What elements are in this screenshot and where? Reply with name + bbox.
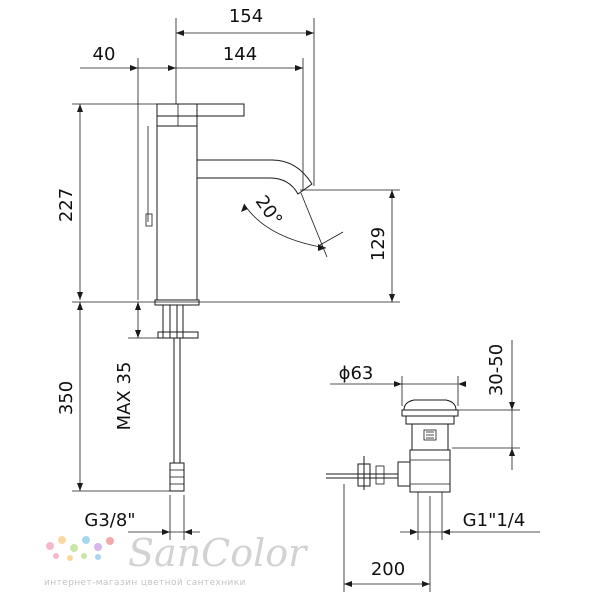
waste-dimension-lines (330, 340, 540, 592)
watermark-dot (106, 537, 114, 545)
dim-spout-reach: 144 (223, 44, 257, 65)
dim-hose-thread: G3/8" (84, 510, 135, 531)
dim-max-deck: MAX 35 (114, 362, 135, 431)
watermark-dots (46, 536, 114, 561)
dim-waste-range: 30-50 (486, 344, 507, 396)
watermark-dot (46, 542, 54, 550)
dim-overall-width: 154 (229, 6, 263, 27)
faucet-body (145, 103, 313, 306)
watermark-dot (67, 555, 73, 561)
dim-hose-length: 350 (56, 381, 77, 415)
dim-spout-height: 129 (368, 227, 389, 261)
watermark-tagline: интернет-магазин цветной сантехники (44, 578, 246, 588)
dim-offset-left: 40 (93, 44, 116, 65)
watermark: SanColor интернет-магазин цветной сантех… (44, 531, 309, 588)
watermark-dot (58, 536, 66, 544)
dim-rod-length: 200 (371, 559, 405, 580)
watermark-dot (94, 543, 102, 551)
dim-spout-angle: 20° (251, 192, 287, 230)
dimension-lines (72, 18, 400, 540)
spout-angle-indicator (241, 192, 344, 258)
watermark-dot (70, 544, 78, 552)
watermark-dot (81, 553, 87, 559)
watermark-dot (82, 536, 90, 544)
watermark-dot (53, 553, 59, 559)
dim-waste-thread: G1"1/4 (463, 510, 526, 531)
watermark-brand: SanColor (128, 531, 309, 575)
dim-waste-diameter: ϕ63 (339, 363, 374, 384)
popup-waste (326, 399, 459, 493)
watermark-dot (95, 554, 101, 560)
mounting-assembly (157, 305, 199, 492)
dim-total-height: 227 (56, 188, 77, 222)
